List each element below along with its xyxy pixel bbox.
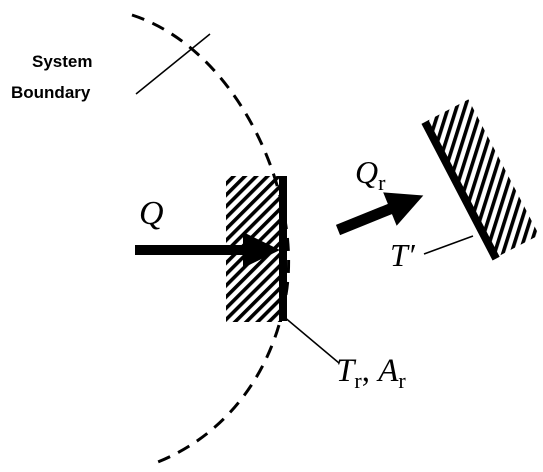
heat-in-label: Q	[139, 195, 164, 232]
surroundings-wall-line	[421, 120, 500, 261]
surroundings-wall-hatch	[427, 99, 540, 257]
surface-temp-sub: r	[354, 368, 362, 393]
surface-sep: ,	[362, 353, 379, 389]
heat-radiated-arrow	[335, 192, 424, 236]
heat-radiated-arrow-shaft	[335, 202, 396, 236]
heat-radiated-label: Qr	[355, 154, 386, 195]
heat-in-arrow-shaft	[135, 245, 247, 255]
heat-in-arrow-head	[243, 232, 280, 268]
system-boundary-leader	[135, 33, 211, 95]
heat-radiated-label-main: Q	[355, 154, 378, 190]
surface-area-main: A	[376, 353, 399, 389]
surface-label: Tr, Ar	[336, 353, 406, 393]
surface-area-sub: r	[398, 368, 406, 393]
system-boundary-label-line1: System	[32, 52, 92, 71]
surface-temp-main: T	[336, 353, 357, 389]
surroundings-temp-label: T′	[390, 237, 416, 273]
system-boundary-label-line2: Boundary	[11, 83, 91, 102]
surface-leader	[282, 315, 340, 364]
heat-radiated-label-sub: r	[378, 170, 386, 195]
system-surface-line	[279, 176, 287, 321]
heat-radiated-arrow-head	[383, 192, 424, 226]
surroundings-wall	[421, 99, 540, 261]
surroundings-temp-leader	[423, 235, 474, 255]
system-boundary-arc	[131, 13, 290, 467]
